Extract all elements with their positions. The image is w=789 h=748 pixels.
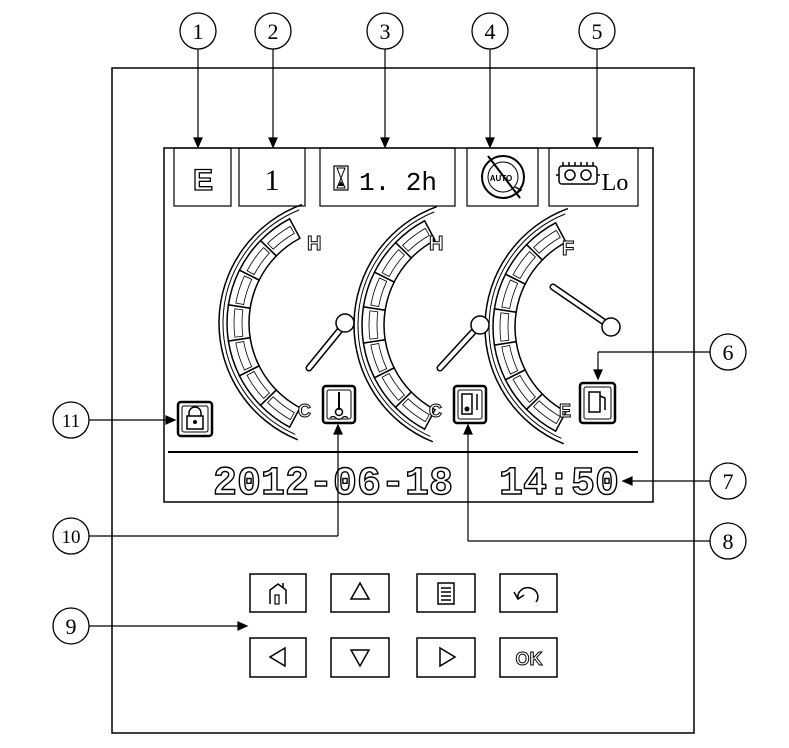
gauge-segment	[361, 305, 387, 345]
gauge-segment-inner	[402, 398, 430, 423]
mode-box: E	[173, 147, 232, 207]
gauge-outer-arc	[218, 203, 303, 441]
home-icon	[269, 583, 287, 605]
callout-8: 8	[709, 522, 747, 560]
gauge-segment-inner	[370, 277, 388, 307]
coolant-temp-icon	[321, 384, 357, 425]
fuel-empty-label: E	[559, 401, 571, 421]
svg-text:6: 6	[723, 340, 734, 365]
gauge-segment-inner	[267, 396, 295, 421]
gauge-segment	[226, 303, 252, 343]
callout-6: 6	[709, 333, 747, 371]
hourglass-icon	[333, 165, 349, 191]
gauge-outer-arc-inner	[357, 211, 435, 437]
gauge-segment-inner	[499, 312, 510, 342]
hydraulic-oil-temp-icon	[452, 384, 488, 425]
callout-11: 11	[52, 401, 90, 439]
gauge-segment-inner	[381, 372, 405, 401]
svg-text:8: 8	[723, 529, 734, 554]
time-display: 14:50	[499, 462, 619, 507]
gauge-segment-inner	[501, 345, 519, 375]
fuel-needle	[549, 283, 621, 337]
gauge-segment-inner	[533, 400, 561, 425]
down-arrow-icon	[349, 649, 371, 668]
callout-4: 4	[471, 12, 509, 50]
home-button[interactable]	[249, 573, 307, 613]
menu-icon	[437, 582, 455, 605]
callout-3: 3	[366, 12, 404, 50]
fuel-full-label: F	[562, 238, 574, 260]
auto-idle-icon: AUTO	[481, 155, 525, 199]
right-button[interactable]	[416, 637, 476, 678]
gauge-segment-inner	[533, 229, 561, 254]
svg-text:4: 4	[485, 19, 496, 44]
ok-label: OK	[516, 649, 543, 669]
oil-high-label: H	[429, 233, 443, 255]
gauge-segment-inner	[402, 227, 430, 252]
gauge-segment-inner	[246, 370, 270, 399]
speed-box: Lo	[548, 147, 639, 207]
fuel-gauge	[484, 207, 569, 445]
gauge-segment-inner	[512, 251, 536, 280]
lock-icon	[176, 400, 214, 438]
left-button[interactable]	[249, 637, 307, 678]
coolant-temp-gauge	[218, 203, 303, 441]
date-display: 2012-06-18	[213, 462, 453, 507]
up-button[interactable]	[330, 573, 390, 613]
gauge-segment-inner	[235, 275, 253, 305]
back-button[interactable]	[499, 573, 558, 613]
fuel-level-icon	[578, 381, 617, 425]
level-box: 1	[238, 147, 306, 207]
gauge-segment-inner	[235, 341, 253, 371]
leader-lines	[89, 49, 710, 631]
coolant-high-label: H	[307, 233, 321, 255]
svg-text:AUTO: AUTO	[490, 174, 513, 183]
callout-10: 10	[52, 517, 90, 555]
auto-idle-box: AUTO	[466, 147, 539, 207]
callout-9: 9	[52, 607, 90, 645]
svg-text:11: 11	[62, 411, 80, 432]
svg-text:3: 3	[380, 19, 391, 44]
gauge-segment-inner	[267, 225, 295, 250]
svg-text:2: 2	[268, 19, 279, 44]
gauge-segment-inner	[233, 308, 244, 338]
hydraulic-oil-temp-gauge	[353, 205, 438, 443]
gauge-segment-inner	[368, 310, 379, 340]
left-arrow-icon	[268, 646, 286, 668]
callout-1: 1	[179, 12, 217, 50]
coolant-low-label: C	[298, 401, 311, 421]
engine-speed-icon	[556, 162, 600, 185]
gauge-segment-inner	[246, 247, 270, 276]
coolant-needle	[305, 313, 355, 372]
oil-low-label: C	[429, 401, 442, 421]
svg-text:9: 9	[66, 614, 77, 639]
svg-text:7: 7	[723, 469, 734, 494]
callout-5: 5	[578, 12, 616, 50]
work-level: 1	[265, 164, 280, 197]
down-button[interactable]	[330, 637, 390, 678]
gauge-segment-inner	[381, 249, 405, 278]
svg-text:1: 1	[193, 19, 204, 44]
gauge-outer-arc-inner	[222, 209, 300, 435]
svg-text:10: 10	[62, 527, 81, 548]
speed-mode-label: Lo	[602, 170, 629, 196]
monitor-frame	[111, 67, 695, 734]
ok-button[interactable]: OK	[499, 637, 558, 678]
hour-meter-box: 1. 2h	[319, 147, 456, 207]
callout-2: 2	[254, 12, 292, 50]
callout-7: 7	[709, 462, 747, 500]
up-arrow-icon	[349, 581, 371, 600]
gauge-segment-inner	[501, 279, 519, 309]
right-arrow-icon	[439, 646, 457, 668]
oil-needle	[436, 315, 490, 372]
svg-text:5: 5	[592, 19, 603, 44]
back-icon	[513, 587, 539, 603]
mode-indicator: E	[193, 164, 213, 197]
gauge-segment	[492, 307, 518, 347]
menu-button[interactable]	[416, 573, 476, 613]
gauge-segment-inner	[512, 374, 536, 403]
hour-meter-value: 1. 2h	[359, 168, 437, 198]
gauge-segment-inner	[370, 343, 388, 373]
